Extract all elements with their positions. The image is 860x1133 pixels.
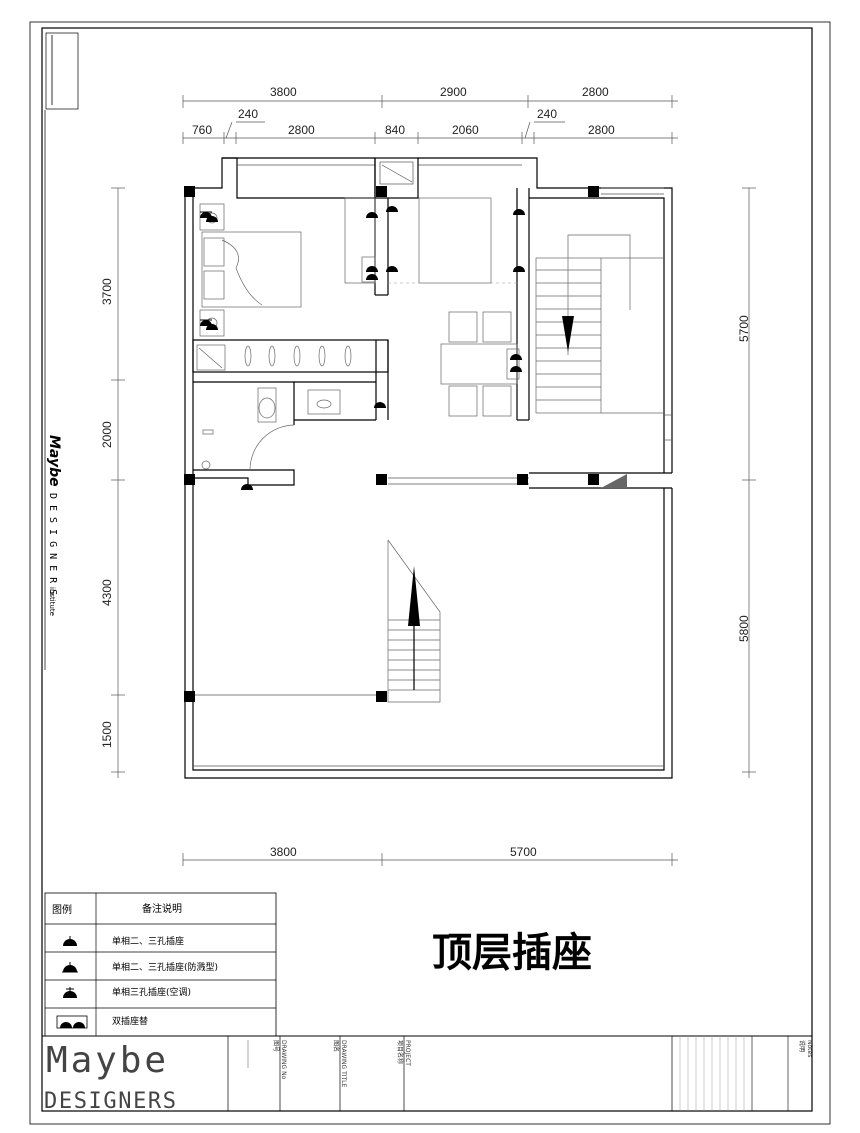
double-socket-icon: [56, 1015, 88, 1029]
outer-frame: [29, 21, 831, 1125]
dim-bottom-1: 5700: [510, 845, 537, 859]
bottom-brand-sub: DESIGNERS: [44, 1089, 176, 1114]
legend-row-0-text: 单相二、三孔插座: [112, 935, 184, 947]
dim-left-1: 2000: [100, 421, 114, 448]
legend-row-3-text: 双插座替: [112, 1015, 148, 1027]
dim-right-1: 5800: [737, 615, 751, 642]
stamp-box: [45, 32, 79, 110]
waterproof-socket-icon: [63, 965, 77, 972]
vertical-brand-main: Maybe: [46, 435, 62, 487]
dim-left-3: 1500: [100, 721, 114, 748]
ac-socket-icon: [63, 991, 77, 998]
bottom-dimensions: 3800 5700: [182, 845, 678, 866]
dim-top2-0: 760: [192, 123, 212, 137]
project-label: PROJECT: [404, 1040, 411, 1066]
dim-bottom-0: 3800: [270, 845, 297, 859]
legend-col-symbol: 图例: [52, 903, 72, 916]
single-phase-socket-icon: [63, 939, 77, 946]
vertical-brand: Maybe DESIGNERS institute: [46, 435, 62, 616]
drawing-title: 顶层插座: [432, 930, 592, 976]
drawing-title-cn: 图名: [332, 1040, 340, 1052]
legend-table: 图例 备注说明 单相二、三孔插座 单相二、三孔插座(防溅型) 单相三孔插座(空调…: [44, 892, 277, 1037]
bottom-brand-main: Maybe: [46, 1040, 166, 1081]
dim-right-0: 5700: [737, 315, 751, 342]
dim-top2-4: 2800: [588, 123, 615, 137]
right-dimensions: 5700 5800: [737, 187, 756, 778]
legend-row-2-text: 单相三孔插座(空调): [112, 986, 191, 998]
top-dimensions: 3800 2900 2800 240 240 760 2800 840 2060…: [182, 85, 678, 144]
drawing-no-label: DRAWING No: [280, 1040, 287, 1080]
dim-top2-3: 2060: [452, 123, 479, 137]
drawing-title-label: DRAWING TITLE: [340, 1040, 347, 1088]
dim-left-0: 3700: [100, 278, 114, 305]
dim-top1-0: 3800: [270, 85, 297, 99]
dim-top-small-1: 240: [537, 107, 557, 121]
vertical-brand-sub: DESIGNERS: [47, 493, 58, 601]
vertical-brand-suffix: institute: [48, 587, 56, 616]
legend-row-1-text: 单相二、三孔插座(防溅型): [112, 961, 218, 973]
notes-cn: 说明: [798, 1040, 806, 1052]
dim-left-2: 4300: [100, 579, 114, 606]
dim-top2-1: 2800: [288, 123, 315, 137]
floor-plan: [184, 157, 673, 779]
title-block: DRAWING No 图号 DRAWING TITLE 图名 PROJECT 项…: [42, 1035, 813, 1111]
dim-top1-2: 2800: [582, 85, 609, 99]
drawing-no-cn: 图号: [272, 1040, 279, 1052]
notes-label: Notes: [806, 1040, 813, 1057]
legend-col-note: 备注说明: [142, 902, 182, 915]
dim-top-small-0: 240: [238, 107, 258, 121]
dim-top1-1: 2900: [440, 85, 467, 99]
left-dimensions: 3700 2000 4300 1500: [100, 187, 125, 778]
project-cn: 项目名称: [396, 1040, 404, 1064]
socket-marks: [200, 206, 525, 490]
dim-top2-2: 840: [385, 123, 405, 137]
inner-frame: [41, 27, 813, 1112]
